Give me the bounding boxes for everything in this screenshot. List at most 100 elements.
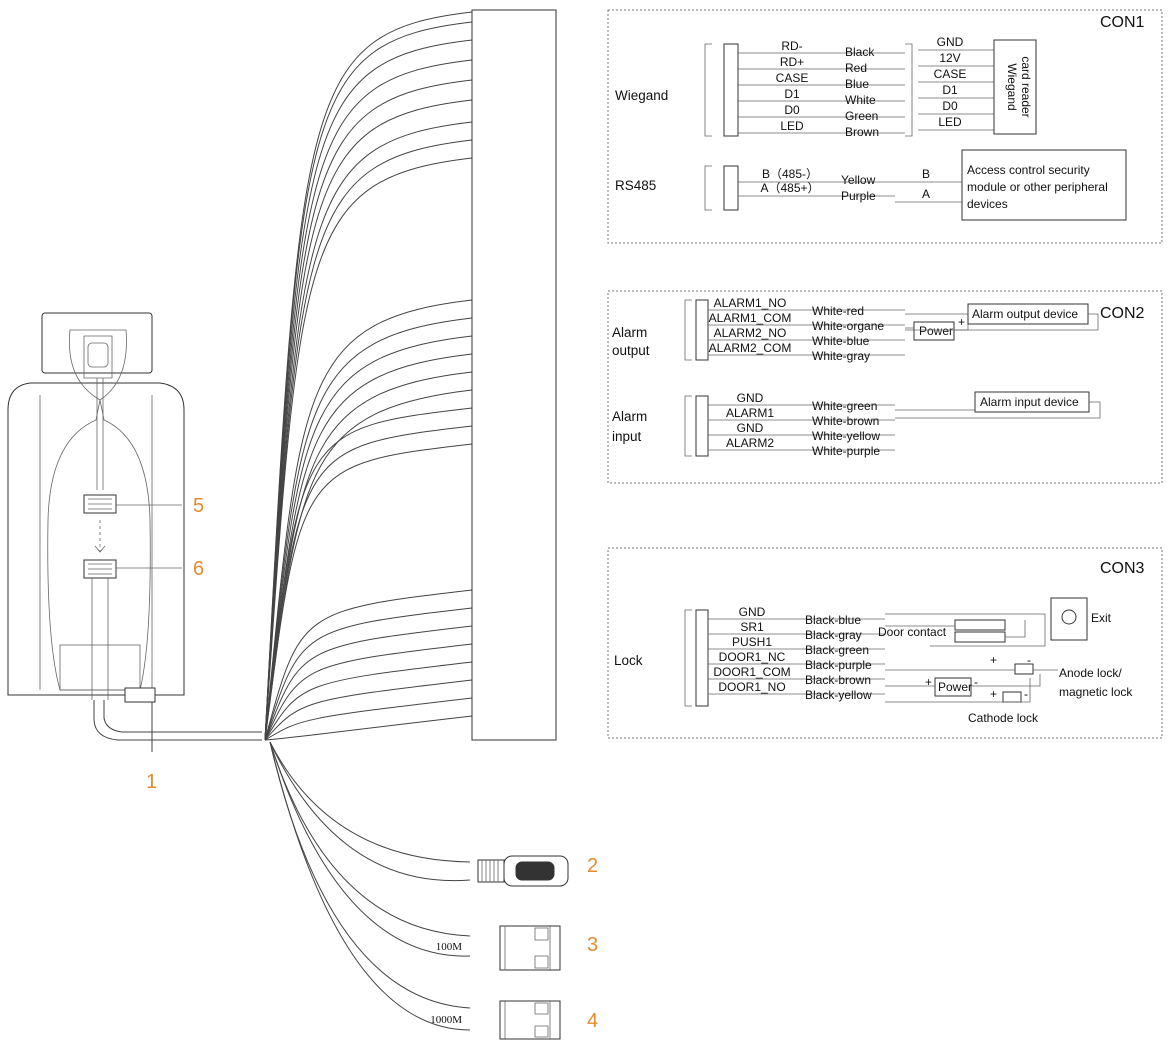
svg-text:-: - — [1027, 653, 1031, 667]
pin-label: GND — [737, 421, 764, 435]
rs485-end-label: A — [922, 187, 930, 201]
fan-wire — [264, 79, 473, 741]
fan-wire — [264, 99, 473, 741]
rj45-100m-port — [499, 925, 561, 971]
alarm-output-power-box — [913, 321, 955, 341]
pin-label: SR1 — [740, 620, 764, 634]
alarm-output-group: Alarm output ALARM1_NOWhite-redALARM1_CO… — [612, 296, 1099, 363]
fan-wire — [264, 335, 473, 741]
rs485-label: RS485 — [615, 178, 656, 193]
alarm-output-label-1: Alarm — [612, 325, 647, 340]
pin-label: ALARM2_NO — [714, 326, 787, 340]
door-contact-label: Door contact — [878, 625, 947, 639]
door-contact-top — [954, 619, 1006, 631]
svg-text:+: + — [990, 653, 997, 667]
wiegand-reader-label-1: Wiegand — [1005, 63, 1019, 110]
pin-label: ALARM1_COM — [709, 311, 792, 325]
lock-power-box — [934, 677, 972, 697]
port-1000m-label: 1000M — [430, 1014, 462, 1026]
fan-wire — [264, 389, 473, 741]
alarm-input-label-2: input — [612, 429, 642, 444]
exit-label: Exit — [1091, 611, 1112, 625]
fan-wire — [264, 21, 473, 741]
fan-wire — [264, 121, 473, 741]
fan-wire — [264, 715, 473, 741]
pin-label: ALARM2_COM — [709, 341, 792, 355]
pin-label: D1 — [784, 87, 800, 101]
wire-color-label: Green — [845, 109, 878, 123]
lock-group: Lock GNDBlack-blueSR1Black-grayPUSH1Blac… — [614, 597, 1133, 725]
wire-color-label: White-gray — [812, 349, 870, 363]
dc-power-port — [477, 855, 569, 887]
wire-color-label: Black-brown — [805, 673, 871, 687]
pin-label: RD- — [781, 39, 802, 53]
callout-1: 1 — [146, 771, 157, 793]
svg-text:+: + — [958, 315, 965, 329]
pin-label: DOOR1_COM — [713, 665, 790, 679]
wiegand-label: Wiegand — [615, 88, 668, 103]
con1-title: CON1 — [1100, 14, 1145, 31]
pin-label: ALARM1_NO — [714, 296, 787, 310]
wire-color-label: Purple — [841, 189, 876, 203]
cathode-lock-label: Cathode lock — [968, 711, 1039, 725]
fan-wire — [264, 407, 473, 741]
pin-label: DOOR1_NO — [718, 680, 785, 694]
anode-lock-label-1: Anode lock/ — [1059, 666, 1122, 680]
rj45-1000m-port — [499, 1000, 561, 1040]
wire-color-label: White-organe — [812, 319, 884, 333]
fan-wire — [264, 443, 473, 741]
callout-4: 4 — [587, 1010, 598, 1032]
wire-color-label: Black-purple — [805, 658, 872, 672]
wire-color-label: White-purple — [812, 444, 880, 458]
alarm-output-label-2: output — [612, 343, 650, 358]
lock-label: Lock — [614, 653, 643, 668]
fan-wire — [264, 661, 473, 741]
wire-fan — [264, 11, 473, 741]
wire-color-label: Blue — [845, 77, 869, 91]
con2-title: CON2 — [1100, 305, 1145, 322]
fan-wire — [264, 607, 473, 741]
alarm-input-device-label: Alarm input device — [980, 395, 1079, 409]
device-rear-view — [7, 312, 262, 752]
fan-wire — [264, 139, 473, 741]
wire-color-label: White-green — [812, 399, 877, 413]
fan-wire — [264, 625, 473, 741]
wire-color-label: Red — [845, 61, 867, 75]
reader-pin-label: D1 — [942, 83, 958, 97]
wire-color-label: Yellow — [841, 173, 876, 187]
reader-pin-label: 12V — [939, 51, 960, 65]
pin-label: CASE — [776, 71, 809, 85]
fan-wire — [264, 643, 473, 741]
fan-wire — [264, 371, 473, 741]
wire-color-label: Black-green — [805, 643, 869, 657]
anode-lock-icon — [1014, 663, 1034, 675]
callout-5: 5 — [193, 495, 204, 517]
reader-pin-label: D0 — [942, 99, 958, 113]
fan-wire — [264, 299, 473, 741]
reader-pin-label: LED — [938, 115, 962, 129]
svg-text:+: + — [925, 675, 932, 689]
fan-wire — [264, 39, 473, 741]
wire-color-label: White — [845, 93, 876, 107]
port-100m-label: 100M — [436, 941, 463, 953]
rs485-device-line-3: devices — [967, 197, 1008, 211]
svg-text:-: - — [974, 675, 978, 689]
wire-color-label: Black-gray — [805, 628, 862, 642]
con3-panel — [607, 547, 1163, 739]
anode-lock-label-2: magnetic lock — [1059, 685, 1133, 699]
callout-2: 2 — [587, 855, 598, 877]
pin-label: A（485+） — [760, 181, 819, 195]
fan-wire — [264, 589, 473, 741]
reader-pin-label: CASE — [934, 67, 967, 81]
wire-color-label: Brown — [845, 125, 879, 139]
cathode-lock-icon — [1002, 691, 1022, 703]
lower-cables: 100M 1000M — [269, 741, 569, 1040]
callout-3: 3 — [587, 934, 598, 956]
fan-wire — [264, 679, 473, 741]
reader-pin-label: GND — [937, 35, 964, 49]
con2-panel — [607, 290, 1163, 484]
pin-label: LED — [780, 119, 804, 133]
